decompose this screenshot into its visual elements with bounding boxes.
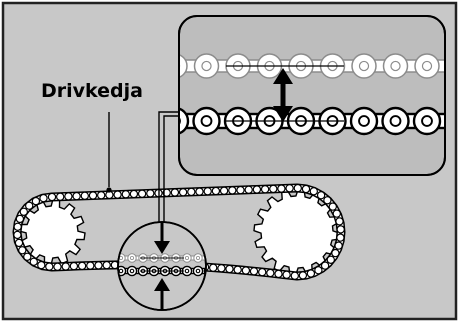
magnifier-circle — [117, 221, 207, 311]
inset-connector-lines — [158, 111, 179, 266]
opposing-pointing-arrows-icon — [154, 222, 170, 310]
drive-chain-loop — [12, 183, 346, 281]
inset-detail-panel — [178, 15, 446, 176]
drive-chain-label: Drivkedja — [41, 80, 143, 102]
callout-leader — [106, 112, 112, 193]
double-headed-vertical-arrow-icon — [273, 68, 293, 122]
